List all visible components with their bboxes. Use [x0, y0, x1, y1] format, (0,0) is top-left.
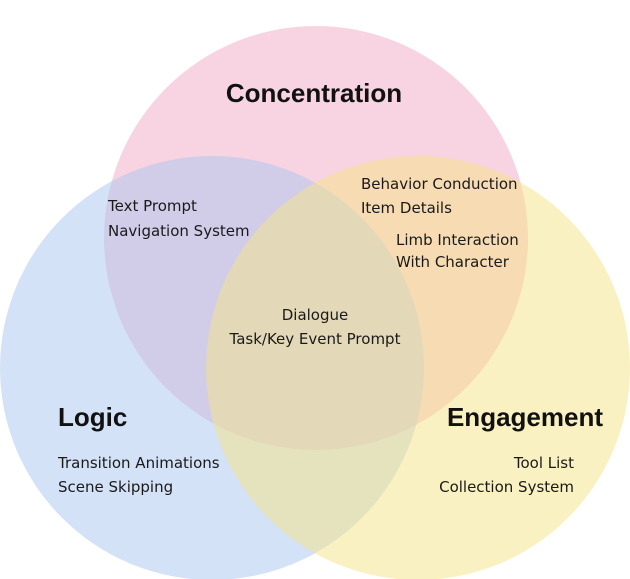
region-label-task-key-event-prompt: Task/Key Event Prompt [229, 330, 401, 348]
concentration-title: Concentration [226, 78, 402, 108]
region-label-tool-list: Tool List [513, 454, 574, 472]
region-label-item-details: Item Details [361, 199, 452, 217]
engagement-title: Engagement [447, 402, 603, 432]
logic-title: Logic [58, 402, 127, 432]
region-label-text-prompt: Text Prompt [107, 197, 197, 215]
region-label-collection-system: Collection System [439, 478, 574, 496]
region-label-behavior-conduction: Behavior Conduction [361, 175, 518, 193]
region-label-with-character: With Character [396, 253, 510, 271]
region-label-dialogue: Dialogue [282, 306, 349, 324]
region-label-limb-interaction: Limb Interaction [396, 231, 519, 249]
region-label-navigation-system: Navigation System [108, 222, 250, 240]
region-label-scene-skipping: Scene Skipping [58, 478, 173, 496]
region-label-transition-animations: Transition Animations [57, 454, 220, 472]
engagement-circle [206, 156, 630, 579]
